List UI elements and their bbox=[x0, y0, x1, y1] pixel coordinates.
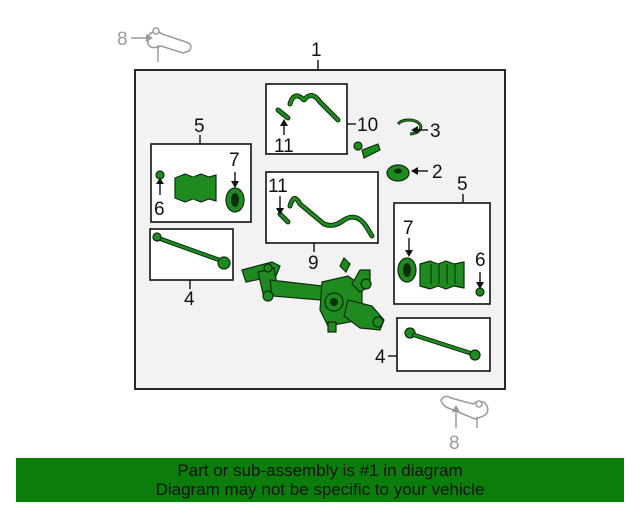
seal[interactable] bbox=[386, 164, 410, 182]
tie-rod-end-right[interactable] bbox=[440, 395, 489, 428]
callout-4-right[interactable]: 4 bbox=[375, 347, 386, 368]
tie-rod-end-left[interactable] bbox=[131, 27, 192, 62]
callout-7-right[interactable]: 7 bbox=[403, 218, 414, 239]
banner-line-1: Part or sub-assembly is #1 in diagram bbox=[177, 461, 463, 480]
callout-5-left[interactable]: 5 bbox=[194, 116, 205, 137]
callout-6-left[interactable]: 6 bbox=[154, 199, 165, 220]
banner-line-2: Diagram may not be specific to your vehi… bbox=[155, 480, 485, 499]
clamp-right[interactable] bbox=[475, 287, 485, 297]
inner-tie-rod-right[interactable] bbox=[404, 327, 481, 361]
callout-6-right[interactable]: 6 bbox=[475, 250, 486, 271]
callout-10[interactable]: 10 bbox=[357, 115, 378, 136]
callout-5-right[interactable]: 5 bbox=[457, 174, 468, 195]
callout-8-top[interactable]: 8 bbox=[117, 29, 128, 50]
callout-3[interactable]: 3 bbox=[430, 121, 441, 142]
inner-tie-rod-left[interactable] bbox=[152, 232, 231, 270]
callout-4-left[interactable]: 4 bbox=[184, 289, 195, 310]
line-fitting-small[interactable] bbox=[353, 141, 381, 159]
inner-tie-rod-left-box bbox=[149, 228, 234, 281]
pressure-line-lower[interactable] bbox=[277, 196, 375, 239]
callout-11-lower[interactable]: 11 bbox=[268, 176, 288, 197]
callout-1[interactable]: 1 bbox=[311, 40, 322, 61]
clamp-left[interactable] bbox=[155, 170, 165, 180]
pressure-line-upper[interactable] bbox=[275, 93, 341, 123]
pressure-line-lower-box bbox=[265, 171, 379, 244]
callout-8-bottom[interactable]: 8 bbox=[449, 433, 460, 454]
callout-9[interactable]: 9 bbox=[308, 253, 319, 274]
parts-diagram: 1 8 8 5 6 7 4 bbox=[117, 27, 506, 454]
steering-rack-assembly[interactable] bbox=[241, 256, 385, 333]
callout-11-upper[interactable]: 11 bbox=[274, 136, 294, 157]
callout-7-left[interactable]: 7 bbox=[229, 150, 240, 171]
boot-left[interactable] bbox=[174, 173, 217, 203]
boot-right[interactable] bbox=[419, 260, 465, 290]
callout-2[interactable]: 2 bbox=[432, 162, 443, 183]
info-banner: Part or sub-assembly is #1 in diagram Di… bbox=[16, 458, 624, 502]
